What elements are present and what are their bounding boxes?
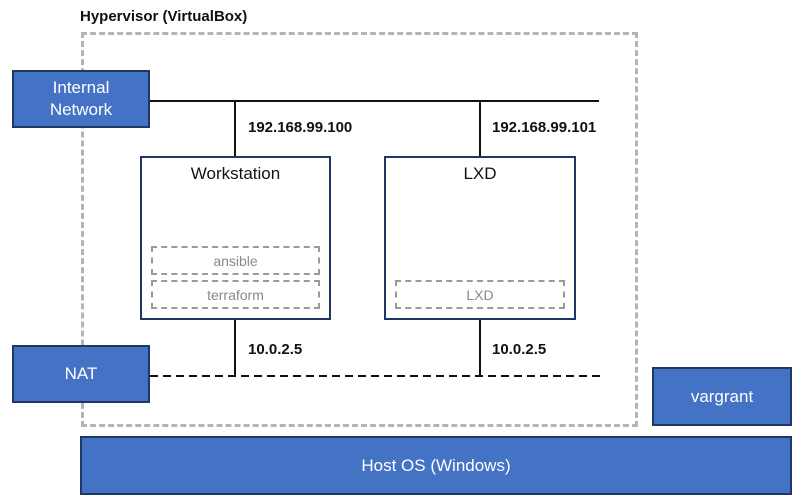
lxd-nat-ip: 10.0.2.5 xyxy=(492,341,547,358)
lxd-nat-link xyxy=(479,319,481,376)
internal-network-line xyxy=(150,100,599,102)
hypervisor-frame xyxy=(81,32,638,427)
host-os-label: Host OS (Windows) xyxy=(361,455,511,475)
nat-network-line xyxy=(150,375,600,377)
internal-network-line1: Internal xyxy=(52,78,110,97)
lxd-internal-link xyxy=(479,100,481,157)
ansible-component: ansible xyxy=(151,246,320,275)
internal-network-line2: Network xyxy=(49,100,113,119)
terraform-component: terraform xyxy=(151,280,320,309)
nat-box: NAT xyxy=(12,345,150,403)
workstation-internal-link xyxy=(234,100,236,157)
nat-label: NAT xyxy=(64,364,98,383)
workstation-internal-ip: 192.168.99.100 xyxy=(248,119,353,136)
hypervisor-label: Hypervisor (VirtualBox) xyxy=(80,8,248,25)
lxd-component: LXD xyxy=(395,280,565,309)
lxd-internal-ip: 192.168.99.101 xyxy=(492,119,597,136)
workstation-vm: Workstation ansible terraform xyxy=(140,156,331,320)
workstation-title: Workstation xyxy=(190,164,281,183)
vagrant-label: vargrant xyxy=(690,386,754,406)
workstation-nat-link xyxy=(234,319,236,376)
workstation-nat-ip: 10.0.2.5 xyxy=(248,341,303,358)
host-os-box: Host OS (Windows) xyxy=(80,436,792,495)
lxd-vm: LXD LXD xyxy=(384,156,576,320)
lxd-title: LXD xyxy=(463,164,497,183)
internal-network-box: Internal Network xyxy=(12,70,150,128)
vagrant-box: vargrant xyxy=(652,367,792,426)
